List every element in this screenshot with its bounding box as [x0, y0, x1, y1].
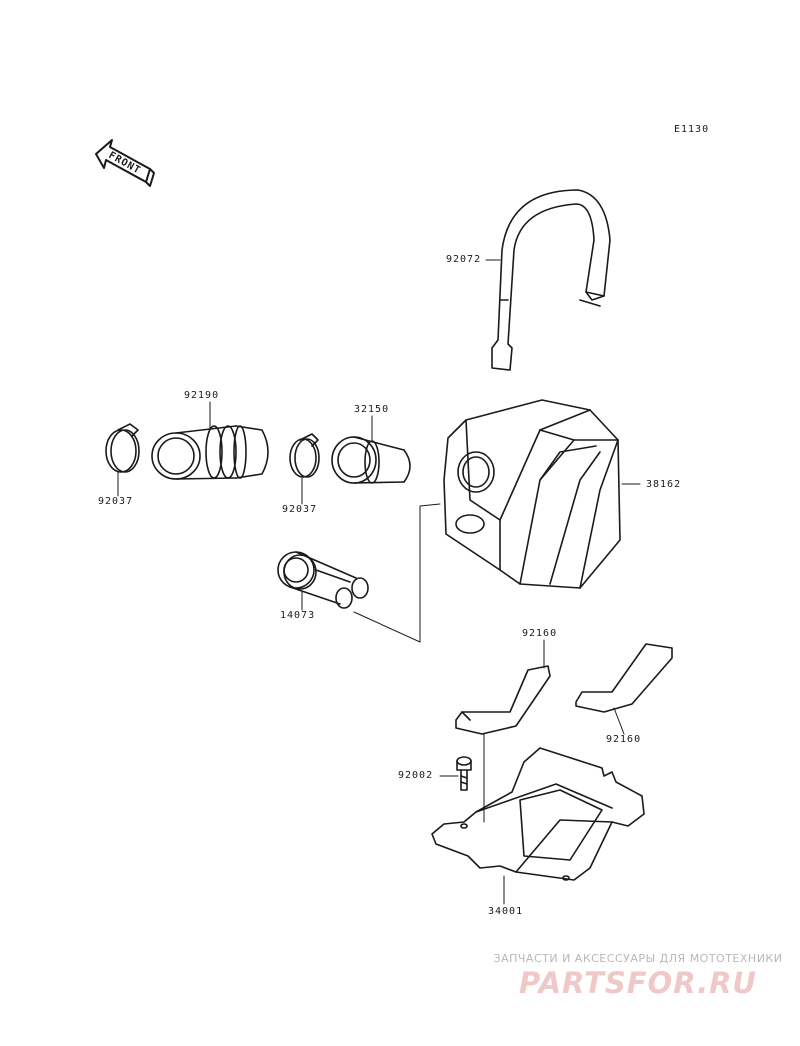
plate-92160-top: [455, 665, 551, 735]
part-label-34001: 34001: [488, 906, 524, 917]
bolt-92002: [456, 756, 472, 791]
clamp-92037-left: [105, 423, 140, 473]
connection-lines: [353, 503, 441, 643]
part-label-92160-top: 92160: [522, 628, 558, 639]
strap-92072: [491, 189, 611, 371]
diagram-code: E1130: [674, 124, 710, 135]
air-box-38162: [443, 399, 621, 589]
part-label-32150: 32150: [354, 404, 390, 415]
part-label-38162: 38162: [646, 479, 682, 490]
part-label-92190: 92190: [184, 390, 220, 401]
part-label-92002: 92002: [398, 770, 434, 781]
duct-92190: [151, 425, 269, 480]
front-arrow-icon: FRONT: [95, 139, 155, 187]
part-label-92037-left: 92037: [98, 496, 134, 507]
sleeve-32150: [331, 436, 411, 484]
watermark-logo: PARTSFOR.RU: [519, 966, 757, 1000]
part-label-92037-mid: 92037: [282, 504, 318, 515]
part-label-92160-right: 92160: [606, 734, 642, 745]
clamp-92037-mid: [289, 433, 320, 478]
intake-14073: [277, 551, 369, 609]
plate-92160-right: [575, 643, 673, 713]
watermark-tagline: ЗАПЧАСТИ И АКСЕССУАРЫ ДЛЯ МОТОТЕХНИКИ: [493, 952, 783, 965]
part-label-14073: 14073: [280, 610, 316, 621]
leader-lines: [117, 259, 641, 905]
part-label-92072: 92072: [446, 254, 482, 265]
bracket-34001: [431, 747, 645, 881]
